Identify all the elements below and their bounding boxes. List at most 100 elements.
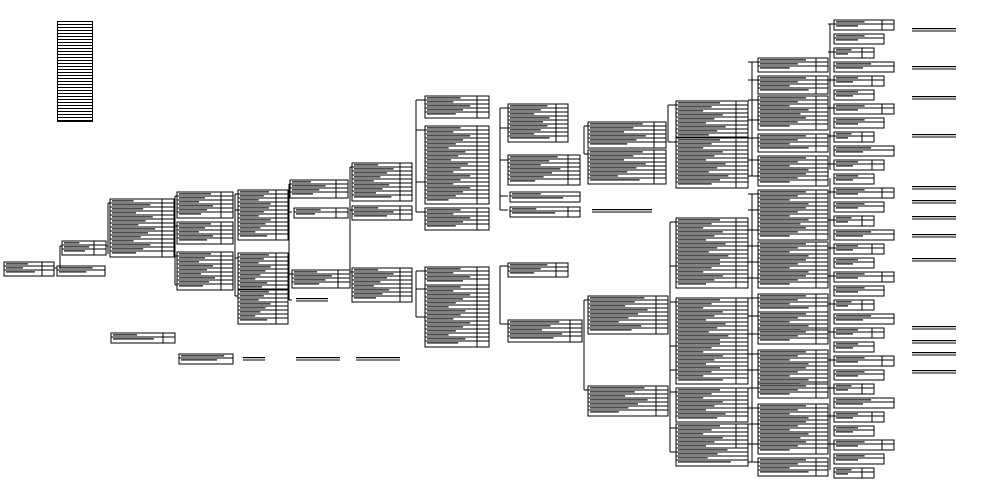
name-text-mark	[240, 278, 256, 280]
legend-row	[58, 118, 92, 121]
name-text-mark	[590, 301, 635, 303]
person-card	[833, 453, 885, 465]
name-text-mark	[760, 143, 790, 145]
name-text-mark	[836, 277, 858, 279]
name-text-mark	[760, 279, 798, 281]
name-text-mark	[760, 275, 806, 277]
name-text-mark	[760, 259, 806, 261]
name-text-mark	[678, 453, 718, 455]
name-text-mark	[179, 231, 199, 233]
label-text-mark	[912, 370, 956, 372]
name-text-mark	[427, 334, 449, 336]
name-text-mark	[354, 289, 390, 291]
name-text-mark	[240, 258, 264, 260]
person-card	[833, 355, 895, 367]
legend-row	[58, 37, 92, 40]
name-text-mark	[590, 171, 628, 173]
name-text-mark	[760, 207, 806, 209]
name-text-mark	[427, 171, 454, 173]
name-text-mark	[760, 339, 790, 341]
person-card	[757, 205, 829, 229]
name-text-mark	[427, 175, 471, 177]
name-text-mark	[760, 139, 798, 141]
name-text-mark	[354, 184, 390, 186]
name-text-mark	[760, 433, 809, 435]
name-text-mark	[678, 275, 723, 277]
name-text-mark	[760, 321, 790, 323]
name-text-mark	[760, 459, 806, 461]
name-text-mark	[427, 342, 459, 344]
name-text-mark	[510, 176, 544, 178]
name-text-mark	[678, 375, 704, 377]
name-text-mark	[427, 143, 456, 145]
name-text-mark	[292, 193, 313, 195]
name-text-mark	[510, 180, 536, 182]
name-text-mark	[678, 267, 712, 269]
name-text-mark	[760, 195, 798, 197]
name-text-mark	[678, 429, 712, 431]
name-text-mark	[179, 205, 213, 207]
name-text-mark	[678, 147, 704, 149]
name-text-mark	[240, 295, 264, 297]
person-card	[757, 349, 829, 369]
name-text-mark	[760, 235, 790, 237]
name-text-mark	[678, 251, 709, 253]
person-card	[757, 95, 829, 119]
name-text-mark	[678, 347, 712, 349]
name-text-mark	[836, 235, 863, 237]
name-text-mark	[510, 172, 552, 174]
name-text-mark	[760, 409, 798, 411]
name-text-mark	[678, 102, 720, 104]
name-text-mark	[427, 139, 463, 141]
name-text-mark	[294, 275, 332, 277]
name-text-mark	[836, 441, 865, 443]
name-text-mark	[112, 212, 136, 214]
name-text-mark	[354, 168, 394, 170]
name-text-mark	[179, 227, 205, 229]
name-text-mark	[510, 329, 542, 331]
name-text-mark	[678, 355, 723, 357]
name-text-mark	[836, 459, 858, 461]
name-text-mark	[240, 203, 271, 205]
person-card	[833, 201, 885, 213]
name-text-mark	[760, 81, 798, 83]
name-text-mark	[836, 403, 863, 405]
name-text-mark	[510, 137, 550, 139]
name-text-mark	[427, 127, 461, 129]
label-text-mark	[912, 186, 956, 188]
name-text-mark	[678, 179, 720, 181]
name-text-mark	[836, 287, 865, 289]
name-text-mark	[292, 189, 320, 191]
name-text-mark	[678, 255, 729, 257]
name-text-mark	[427, 310, 466, 312]
name-text-mark	[354, 188, 383, 190]
legend-row	[58, 97, 92, 100]
name-text-mark	[590, 167, 637, 169]
label-text-mark	[912, 234, 956, 236]
name-text-mark	[678, 114, 723, 116]
name-text-mark	[760, 243, 806, 245]
name-text-mark	[240, 307, 266, 309]
legend-row	[58, 67, 92, 70]
label-text-mark	[912, 352, 956, 354]
name-text-mark	[836, 389, 848, 391]
name-text-mark	[292, 185, 326, 187]
name-text-mark	[240, 286, 263, 288]
name-text-mark	[179, 193, 211, 195]
name-text-mark	[427, 306, 449, 308]
name-text-mark	[760, 295, 806, 297]
name-text-mark	[678, 118, 715, 120]
legend-row	[58, 58, 92, 61]
person-card	[833, 425, 875, 437]
person-card	[833, 117, 885, 129]
name-text-mark	[836, 175, 859, 177]
name-text-mark	[427, 151, 466, 153]
name-text-mark	[510, 109, 541, 111]
name-text-mark	[678, 126, 726, 128]
name-text-mark	[510, 164, 541, 166]
name-text-mark	[760, 125, 790, 127]
name-text-mark	[836, 371, 865, 373]
name-text-mark	[240, 274, 261, 276]
name-text-mark	[836, 81, 853, 83]
